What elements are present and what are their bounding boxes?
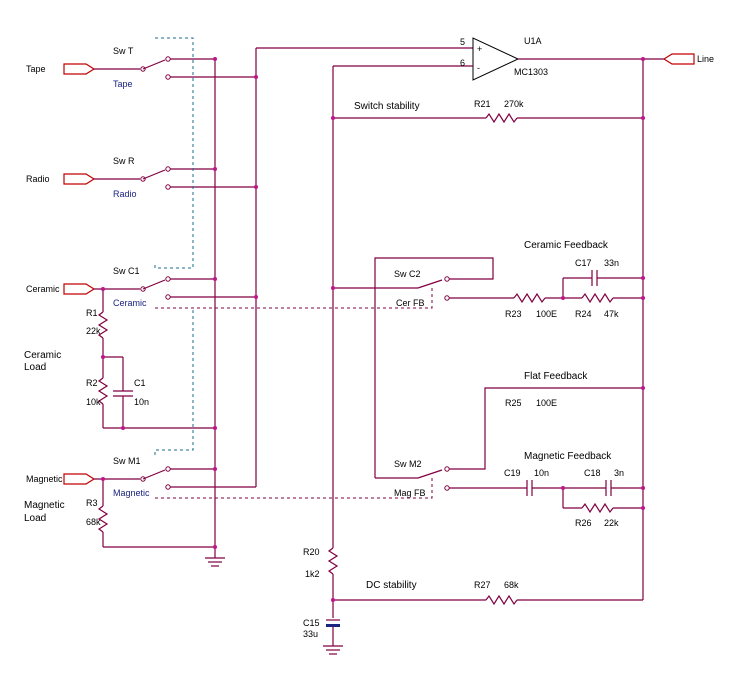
switch-linkage-input xyxy=(154,37,194,458)
output-label-line: Line xyxy=(697,54,714,64)
ceramic-feedback-label: Ceramic Feedback xyxy=(524,240,609,251)
opamp-part: MC1303 xyxy=(514,67,548,77)
switch-sw-t xyxy=(140,56,256,80)
sw-c2-pos: Cer FB xyxy=(396,298,425,308)
c19-ref: C19 xyxy=(504,468,521,478)
r24-val: 47k xyxy=(604,309,619,319)
c15-val: 33u xyxy=(303,629,318,639)
r2-ref: R2 xyxy=(86,378,98,388)
magnetic-feedback-label: Magnetic Feedback xyxy=(524,451,612,462)
r20-val: 1k2 xyxy=(305,569,320,579)
sw-r-pos: Radio xyxy=(113,189,137,199)
switch-sw-c2 xyxy=(333,257,514,478)
c17-val: 33n xyxy=(604,258,619,268)
opamp-plus: + xyxy=(477,44,482,54)
opamp-pin-5: 5 xyxy=(460,37,465,47)
c15-ref: C15 xyxy=(303,618,320,628)
r23-val: 100E xyxy=(536,309,557,319)
switch-linkage-feedback xyxy=(155,288,433,499)
sw-m1-pos: Magnetic xyxy=(113,488,150,498)
ceramic-load-label-2: Load xyxy=(24,362,46,373)
sw-t-pos: Tape xyxy=(113,79,133,89)
c18-val: 3n xyxy=(614,468,624,478)
r25-flat-feedback xyxy=(449,387,643,470)
r21-ref: R21 xyxy=(474,99,491,109)
magnetic-load-label-1: Magnetic xyxy=(24,500,65,511)
r3-val: 68k xyxy=(86,517,101,527)
wire-rails xyxy=(214,47,473,555)
input-label-ceramic: Ceramic xyxy=(26,284,60,294)
ceramic-load-label-1: Ceramic xyxy=(24,350,61,361)
magnetic-load-label-2: Load xyxy=(24,513,46,524)
magnetic-load-network xyxy=(97,479,215,548)
c1-ref: C1 xyxy=(134,378,146,388)
junction-dots xyxy=(101,57,645,602)
r3-ref: R3 xyxy=(86,498,98,508)
switch-sw-r xyxy=(140,166,256,190)
input-label-radio: Radio xyxy=(26,174,50,184)
opamp-u1a xyxy=(333,37,664,81)
switch-sw-m2 xyxy=(375,466,527,491)
sw-c1-pos: Ceramic xyxy=(113,298,147,308)
sw-m2-pos: Mag FB xyxy=(394,488,426,498)
ceramic-load-network xyxy=(97,289,215,429)
r1-ref: R1 xyxy=(86,308,98,318)
port-tape xyxy=(63,63,140,75)
input-label-tape: Tape xyxy=(26,64,46,74)
opamp-pin-6: 6 xyxy=(460,58,465,68)
switch-sw-m1 xyxy=(140,466,256,490)
dc-stability-label: DC stability xyxy=(366,580,417,591)
r23-ref: R23 xyxy=(505,309,522,319)
sw-c1-name: Sw C1 xyxy=(113,266,140,276)
c17-ref: C17 xyxy=(575,258,592,268)
magnetic-feedback-network xyxy=(526,480,643,514)
c18-ref: C18 xyxy=(584,468,601,478)
r25-ref: R25 xyxy=(505,398,522,408)
opamp-ref: U1A xyxy=(524,36,542,46)
r26-ref: R26 xyxy=(575,518,592,528)
sw-c2-name: Sw C2 xyxy=(394,269,421,279)
port-radio xyxy=(63,173,140,185)
c1-val: 10n xyxy=(134,397,149,407)
sw-m1-name: Sw M1 xyxy=(113,456,141,466)
c19-val: 10n xyxy=(534,468,549,478)
switch-sw-c1 xyxy=(140,276,256,300)
flat-feedback-label: Flat Feedback xyxy=(524,371,588,382)
ground-symbol-input xyxy=(205,555,225,567)
opamp-minus: - xyxy=(477,63,480,73)
r24-ref: R24 xyxy=(575,309,592,319)
r21-val: 270k xyxy=(504,99,524,109)
ceramic-feedback-network xyxy=(513,270,643,304)
switch-stability-label: Switch stability xyxy=(354,101,420,112)
r27-val: 68k xyxy=(504,580,519,590)
r27-dc-stability xyxy=(333,594,643,606)
r25-val: 100E xyxy=(536,398,557,408)
r1-val: 22k xyxy=(86,326,101,336)
r2-val: 10k xyxy=(86,397,101,407)
sw-m2-name: Sw M2 xyxy=(394,459,422,469)
sw-r-name: Sw R xyxy=(113,156,135,166)
r20-ref: R20 xyxy=(303,547,320,557)
r26-val: 22k xyxy=(604,518,619,528)
r21-switch-stability xyxy=(333,112,643,124)
port-line-output xyxy=(662,53,695,65)
input-label-magnetic: Magnetic xyxy=(26,474,63,484)
r27-ref: R27 xyxy=(474,580,491,590)
sw-t-name: Sw T xyxy=(113,46,134,56)
r20-c15-dc-path xyxy=(323,547,343,655)
